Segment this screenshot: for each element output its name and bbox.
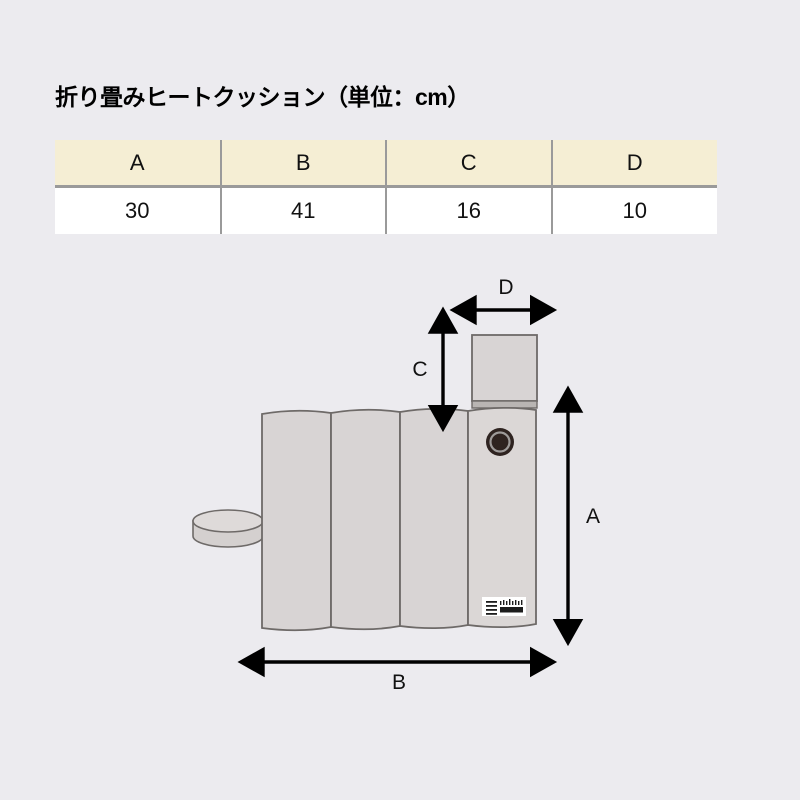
dimension-label-b: B <box>391 671 406 694</box>
table-value-c: 16 <box>385 186 552 234</box>
table-value-a: 30 <box>55 186 221 234</box>
table-header-d: D <box>550 140 717 188</box>
table-value-row: 30 41 16 10 <box>55 186 717 234</box>
page-title: 折り畳みヒートクッション（単位：cm） <box>55 84 470 110</box>
cushion-panel-2 <box>330 408 401 631</box>
control-block <box>471 334 538 409</box>
table-header-c: C <box>385 140 552 188</box>
carry-strap-icon <box>192 509 264 548</box>
cushion-panel-4 <box>467 406 537 629</box>
cushion-panel-1 <box>261 409 332 632</box>
table-value-d: 10 <box>550 186 717 234</box>
product-label <box>482 597 526 616</box>
dimension-label-d: D <box>498 276 514 299</box>
table-header-a: A <box>55 140 221 188</box>
cushion-panels <box>261 406 537 632</box>
table-header-row: A B C D <box>55 140 717 188</box>
dimensions-table: A B C D 30 41 16 10 <box>55 140 717 234</box>
cushion-panel-3 <box>399 407 469 630</box>
table-header-b: B <box>219 140 386 188</box>
dimension-label-c: C <box>412 358 428 381</box>
dimension-label-a: A <box>585 505 600 528</box>
table-value-b: 41 <box>219 186 386 234</box>
control-knob-icon <box>486 428 514 456</box>
